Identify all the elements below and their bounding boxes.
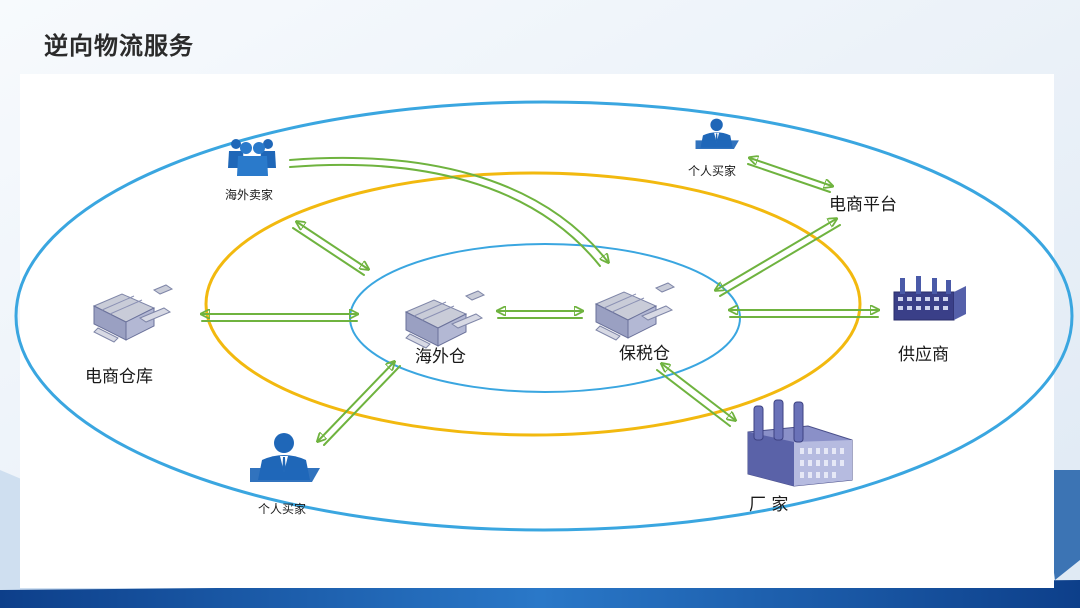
buyer-bottom-label: 个人买家 [258,502,307,516]
buyer-top-label: 个人买家 [688,164,737,178]
warehouse-icon [93,284,173,343]
middle-ring [204,171,862,437]
arrow-bonded-warehouse-to-supplier [730,310,878,318]
arrow-ecommerce-warehouse-to-overseas-warehouse [202,314,357,322]
bonded-warehouse-label: 保税仓 [619,344,670,364]
arrow-buyer-to-overseas-warehouse [318,362,401,446]
group-of-people-icon [228,139,276,176]
arrow-bonded-warehouse-to-manufacturer [656,364,735,427]
diagram-panel [20,74,1054,588]
platform-label: 电商平台 [829,195,897,215]
person-icon [695,118,739,149]
manufacturer-label: 厂 家 [749,495,789,515]
arrow-seller-to-overseas-warehouse [292,222,368,276]
arrow-platform-to-bonded-warehouse [716,219,841,297]
arrow-buyer-to-platform [748,158,832,193]
ecommerce-warehouse-label: 电商仓库 [85,367,153,387]
factory-icon [747,399,853,487]
warehouse-icon [595,282,675,341]
overseas-seller-label: 海外卖家 [225,188,274,202]
warehouse-icon [405,290,485,349]
arrow-overseas-to-bonded-warehouse [498,311,582,319]
overseas-warehouse-label: 海外仓 [415,347,466,367]
slide-title: 逆向物流服务 [44,32,194,60]
person-icon [250,433,320,482]
factory-icon [893,275,967,321]
arrow-seller-to-bonded-warehouse [289,156,608,267]
supplier-label: 供应商 [898,345,949,365]
outer-ring [14,100,1074,532]
